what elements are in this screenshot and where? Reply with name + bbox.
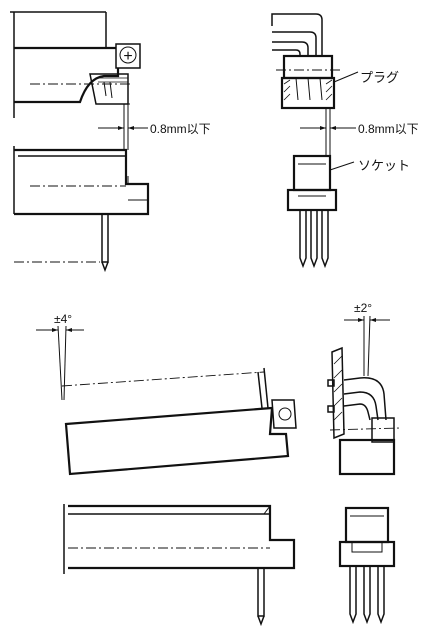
gap-label-right: 0.8mm以下 [358, 122, 419, 136]
tilt-angle-left: ±4° [54, 312, 72, 326]
gap-label-left: 0.8mm以下 [150, 122, 211, 136]
bottom-left-tilt-view: ±4° [36, 312, 297, 627]
plus-mark: + [123, 48, 132, 65]
socket-label: ソケット [358, 158, 410, 173]
plug-label: プラグ [360, 70, 399, 85]
bottom-right-tilt-view: ±2° [327, 301, 401, 625]
top-right-front-view: プラグ 0.8mm以下 ソケット [271, 13, 419, 269]
tilt-angle-right: ±2° [354, 301, 372, 315]
top-left-side-view: + 0.8mm以下 [10, 11, 211, 273]
